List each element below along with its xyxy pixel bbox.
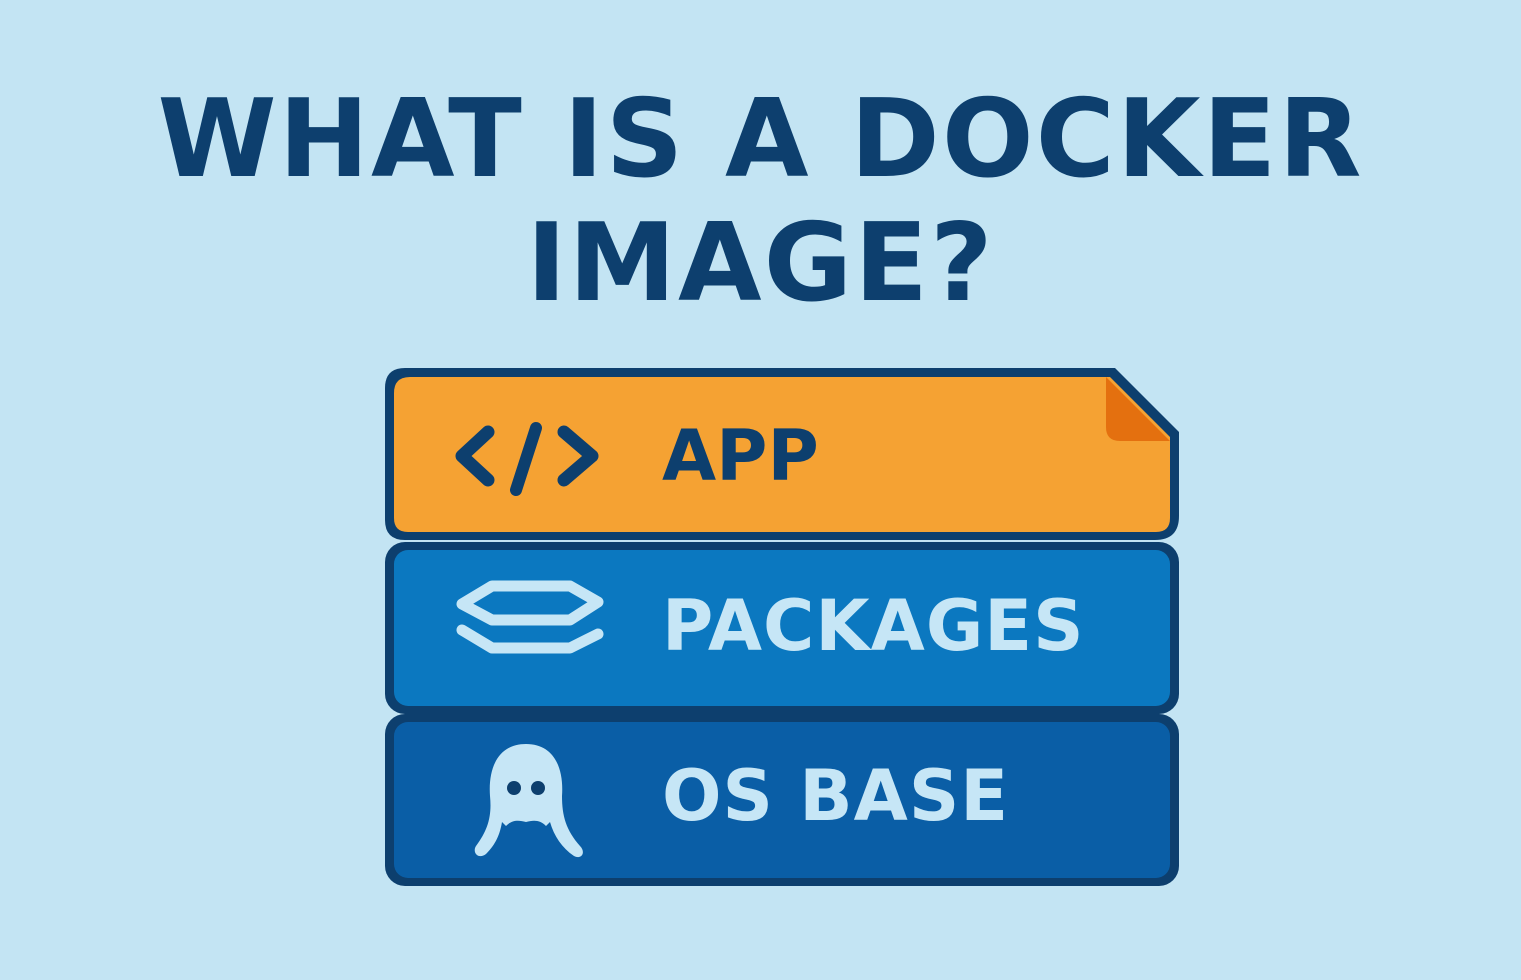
- title-line-2: IMAGE?: [526, 201, 995, 326]
- title-line-1: WHAT IS A DOCKER: [157, 77, 1364, 202]
- package-layers-icon: [456, 580, 604, 654]
- page-title: WHAT IS A DOCKER IMAGE?: [0, 78, 1521, 326]
- layer-stack-graphic: [385, 368, 1179, 886]
- folded-corner: [1106, 377, 1170, 441]
- docker-image-layer-stack: APP PACKAGES OS BASE: [380, 364, 1184, 892]
- packages-layer-label: PACKAGES: [662, 585, 1085, 667]
- code-icon: [455, 422, 599, 496]
- os-mascot-icon: [474, 744, 583, 858]
- app-layer-label: APP: [662, 415, 819, 497]
- os-base-layer-label: OS BASE: [662, 755, 1010, 837]
